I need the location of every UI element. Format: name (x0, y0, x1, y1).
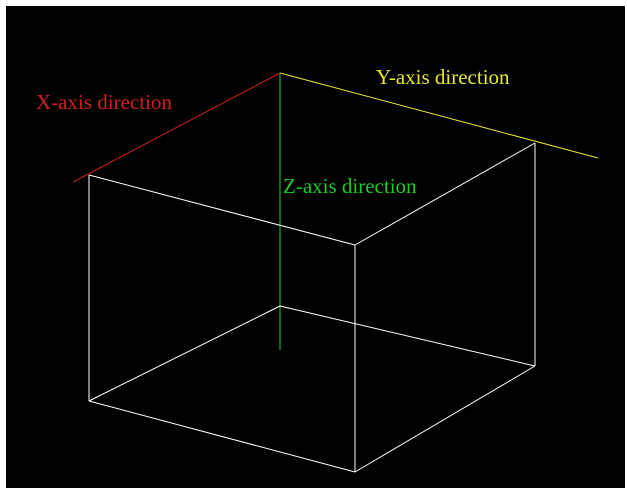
y-axis-line (279, 72, 599, 159)
cube-edge (88, 305, 281, 402)
x-axis-line (72, 72, 281, 183)
cube-edge (88, 174, 356, 246)
cube-wireframe (88, 142, 536, 473)
x-axis-label: X-axis direction (36, 90, 172, 114)
cube-edge (354, 365, 536, 473)
cube-edge (88, 400, 356, 473)
3d-viewport[interactable]: X-axis direction Y-axis direction Z-axis… (6, 6, 625, 488)
axis-cube-diagram: X-axis direction Y-axis direction Z-axis… (36, 65, 599, 473)
cube-edge (354, 142, 536, 246)
y-axis-label: Y-axis direction (376, 65, 510, 89)
cube-edge (279, 305, 536, 367)
z-axis-label: Z-axis direction (283, 174, 417, 198)
